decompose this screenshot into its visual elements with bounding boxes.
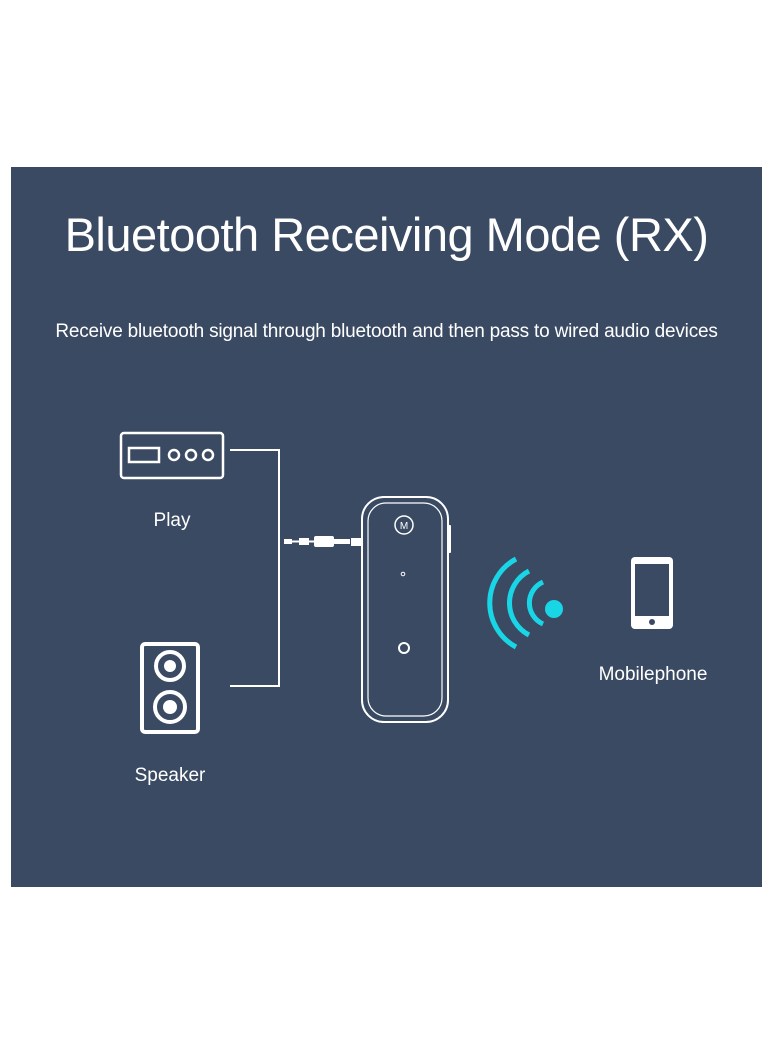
bluetooth-receiver-icon <box>351 496 451 723</box>
audio-jack-icon <box>284 536 350 547</box>
wireless-signal-icon <box>487 556 563 650</box>
mobilephone-icon <box>631 557 673 629</box>
diagram-graphic: M <box>119 431 673 734</box>
receiver-button-label: M <box>400 521 408 532</box>
audio-player-icon <box>119 431 225 480</box>
speaker-label: Speaker <box>134 765 206 786</box>
play-label: Play <box>153 510 191 531</box>
cable-lines <box>230 449 280 687</box>
diagram-panel: Bluetooth Receiving Mode (RX) Receive bl… <box>11 167 762 887</box>
diagram-title: Bluetooth Receiving Mode (RX) <box>64 208 709 261</box>
diagram-subtitle: Receive bluetooth signal through bluetoo… <box>55 321 718 342</box>
speaker-icon <box>140 642 200 734</box>
mobilephone-label: Mobilephone <box>598 664 708 685</box>
